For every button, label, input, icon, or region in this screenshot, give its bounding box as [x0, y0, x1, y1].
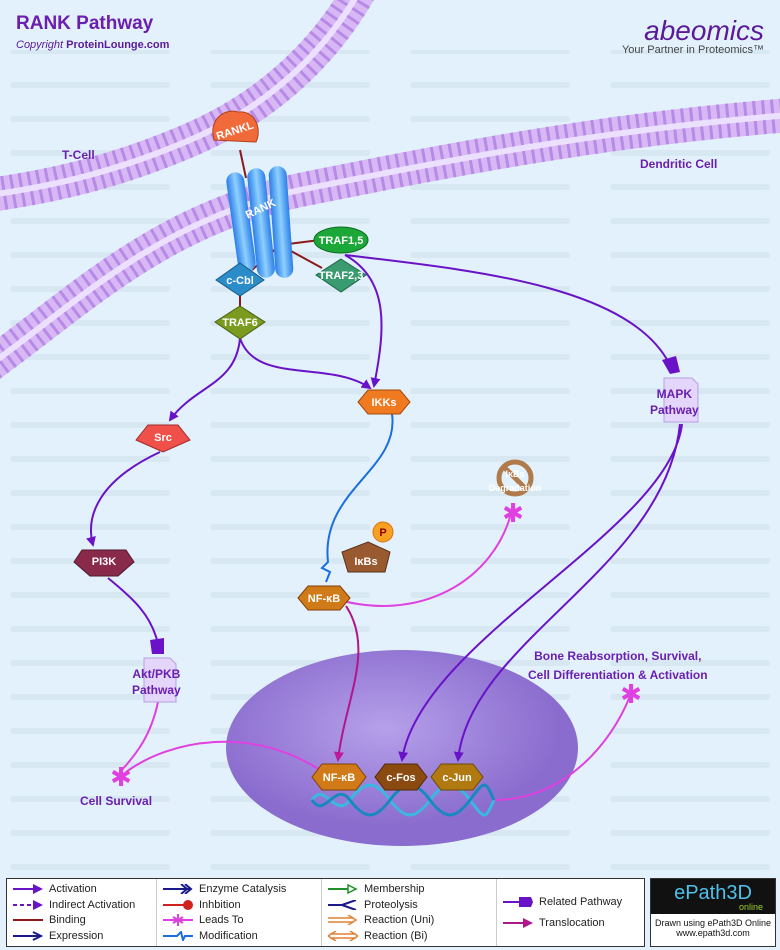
node-cjun[interactable]: c-Jun — [430, 763, 484, 791]
svg-text:c-Fos: c-Fos — [386, 772, 415, 784]
svg-text:TRAF6: TRAF6 — [222, 317, 257, 329]
svg-text:TRAF1,5: TRAF1,5 — [319, 235, 364, 247]
legend-binding: Binding — [13, 914, 86, 927]
legend-activation: Activation — [13, 881, 150, 896]
edge-mapk-cfos — [398, 423, 683, 762]
related-pathway-icon — [662, 356, 680, 374]
legend-leads-to: Leads To — [163, 913, 315, 928]
copyright: Copyright ProteinLounge.com — [16, 39, 170, 51]
svg-text:c-Cbl: c-Cbl — [226, 275, 254, 287]
legend-enzyme-catalysis: Enzyme Catalysis — [163, 881, 315, 896]
node-rank[interactable]: RANK — [225, 166, 294, 279]
edge-dna-bone — [493, 695, 631, 801]
svg-text:PI3K: PI3K — [92, 556, 117, 568]
related-pathway-icon — [150, 638, 164, 654]
dendritic-cell-label: Dendritic Cell — [640, 157, 718, 171]
akt-pkb-pathway[interactable] — [143, 657, 177, 703]
cell-survival-label: Cell Survival — [80, 794, 153, 808]
edge-traf6-ikks — [239, 337, 372, 390]
node-cfos[interactable]: c-Fos — [374, 763, 428, 791]
legend-inhibition: Inhbition — [163, 897, 315, 912]
svg-text:c-Jun: c-Jun — [442, 772, 472, 784]
node-nfkb-nuclear[interactable]: NF-κB — [311, 763, 367, 791]
edge-ikbs-degradation — [331, 509, 513, 607]
node-traf6[interactable]: TRAF6 — [214, 305, 266, 340]
legend-reaction-bi: Reaction (Bi) — [328, 929, 490, 944]
legend-proteolysis: Proteolysis — [328, 897, 490, 912]
edge-traf15-mapk — [344, 254, 671, 366]
legend-modification: Modification — [163, 929, 315, 944]
phosphate-badge: P — [372, 521, 394, 543]
t-cell-membrane — [0, 0, 374, 211]
svg-text:NF-κB: NF-κB — [323, 772, 355, 784]
edge-pi3k-akt — [107, 577, 158, 641]
edge-rankl-rank — [239, 149, 247, 179]
edge-ikks-nfkb-modification — [320, 413, 394, 583]
edge-traf15-ikks — [344, 254, 383, 388]
node-pi3k[interactable]: PI3K — [73, 549, 135, 577]
node-src[interactable]: Src — [135, 424, 191, 453]
leads-to-icon: ✱ — [502, 499, 524, 529]
edge-traf6-src — [168, 337, 241, 422]
leads-to-icon: ✱ — [110, 763, 132, 793]
dendritic-cell-membrane — [0, 98, 780, 379]
epath-credit: Drawn using ePath3D Online — [654, 918, 772, 928]
svg-text:IKKs: IKKs — [371, 397, 396, 409]
edge-nucnfkb-survival — [125, 740, 321, 773]
page-title: RANK Pathway — [16, 13, 154, 34]
t-cell-label: T-Cell — [62, 148, 95, 162]
edge-mapk-cjun — [453, 423, 681, 762]
edge-src-pi3k — [86, 451, 161, 547]
edge-akt-survival — [121, 701, 159, 771]
node-ikbs[interactable]: IκBs — [341, 541, 391, 573]
svg-text:TRAF2,3: TRAF2,3 — [319, 270, 364, 282]
node-ikks[interactable]: IKKs — [357, 389, 411, 415]
node-rankl[interactable]: RANKL — [212, 110, 259, 143]
node-traf15[interactable]: TRAF1,5 — [313, 226, 369, 254]
bone-reabsorption-label: Bone Reabsorption, Survival,Cell Differe… — [528, 649, 708, 682]
mapk-pathway[interactable] — [663, 377, 699, 423]
node-nfkb[interactable]: NF-κB — [297, 585, 351, 611]
node-ccbl[interactable]: c-Cbl — [215, 262, 265, 297]
epath-url: www.epath3d.com — [676, 928, 750, 938]
svg-text:IκBs: IκBs — [354, 556, 377, 568]
svg-text:NF-κB: NF-κB — [308, 593, 340, 605]
svg-text:Src: Src — [154, 432, 172, 444]
edge-nfkb-translocation — [333, 605, 360, 762]
leads-to-icon: ✱ — [620, 680, 642, 710]
svg-text:P: P — [379, 527, 386, 539]
nucleus — [226, 650, 578, 846]
node-traf23[interactable]: TRAF2,3 — [315, 258, 367, 293]
legend-membership: Membership — [328, 881, 490, 896]
legend-expression: Expression — [13, 929, 150, 944]
legend-translocation: Translocation — [503, 916, 636, 931]
svg-text:Degradation: Degradation — [489, 483, 542, 493]
svg-text:IκBs: IκBs — [505, 469, 524, 479]
legend-reaction-uni: Reaction (Uni) — [328, 913, 490, 928]
legend-related-pathway: Related Pathway — [503, 895, 636, 910]
legend-indirect-activation: Indirect Activation — [13, 897, 150, 912]
legend: Activation Indirect Activation Binding E… — [6, 878, 645, 947]
